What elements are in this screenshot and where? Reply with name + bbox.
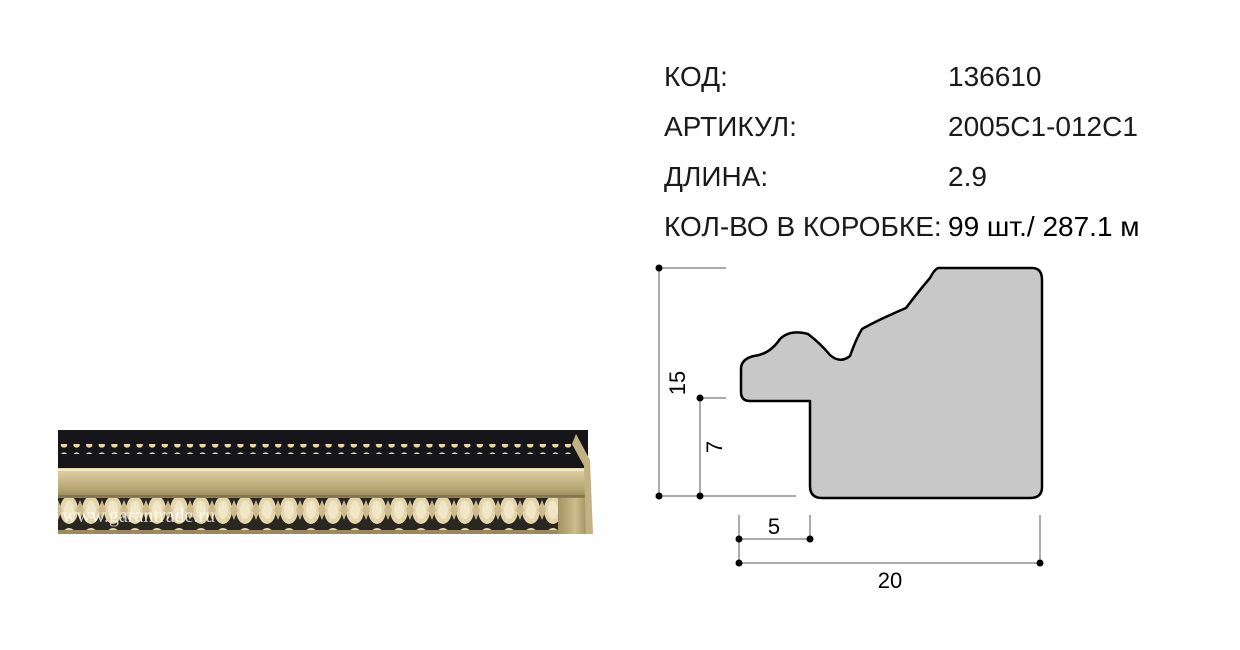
- dim-height-rebate: 7: [702, 441, 727, 453]
- dim-width-rebate: 5: [768, 514, 780, 539]
- watermark: www.garantrade.ru: [62, 505, 215, 527]
- spec-row-length: ДЛИНА: 2.9: [664, 152, 1140, 202]
- spec-table: КОД: 136610 АРТИКУЛ: 2005C1-012C1 ДЛИНА:…: [664, 52, 1140, 252]
- qty-label: КОЛ-ВО В КОРОБКЕ:: [664, 211, 942, 242]
- length-label: ДЛИНА:: [664, 161, 769, 192]
- spec-row-qty: КОЛ-ВО В КОРОБКЕ: 99 шт./ 287.1 м: [664, 202, 1140, 252]
- spec-row-code: КОД: 136610: [664, 52, 1140, 102]
- code-value: 136610: [948, 61, 1042, 92]
- spec-row-article: АРТИКУЛ: 2005C1-012C1: [664, 102, 1140, 152]
- code-label: КОД:: [664, 61, 728, 92]
- profile-drawing: 15 7 5 20: [655, 264, 1044, 593]
- profile-shape: [739, 266, 1044, 500]
- length-value: 2.9: [948, 161, 987, 192]
- qty-value: 99 шт./ 287.1 м: [948, 211, 1140, 242]
- dim-width-total: 20: [878, 568, 902, 593]
- article-label: АРТИКУЛ:: [664, 111, 797, 142]
- article-value: 2005C1-012C1: [948, 111, 1138, 142]
- moulding-photo: www.garantrade.ru: [58, 430, 593, 534]
- dim-height-total: 15: [665, 371, 690, 395]
